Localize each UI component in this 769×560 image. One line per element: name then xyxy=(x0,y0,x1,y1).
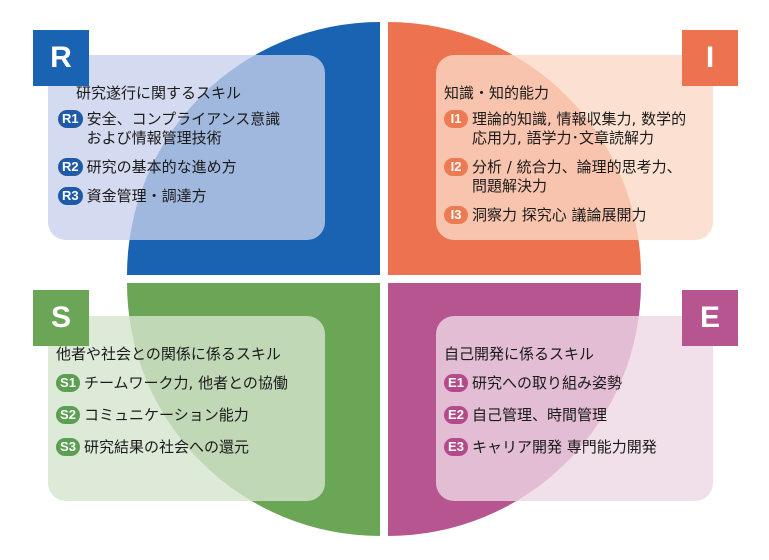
skill-text: コミュニケーション能力 xyxy=(84,406,249,424)
skill-code-badge: I1 xyxy=(444,110,468,128)
quadrant-S-letter: S xyxy=(33,290,89,346)
skill-text: 分析 / 統合力、論理的思考力、 問題解決力 xyxy=(472,158,682,195)
skill-text: 研究への取り組み姿勢 xyxy=(472,374,623,392)
skill-text: キャリア開発 専門能力開発 xyxy=(472,438,657,456)
quadrant-S-item: S2 コミュニケーション能力 xyxy=(56,406,324,425)
quadrant-I-content: 知識・知的能力 I1 理論的知識, 情報収集力, 数学的 応用力, 語学力･文章… xyxy=(444,84,712,235)
skill-code-badge: S2 xyxy=(56,406,80,424)
quadrant-S-title: 他者や社会との関係に係るスキル xyxy=(56,345,281,363)
skill-code-badge: R3 xyxy=(58,187,83,205)
quadrant-S-item: S1 チームワーク力, 他者との協働 xyxy=(56,374,324,393)
quadrant-E-item: E1 研究への取り組み姿勢 xyxy=(444,374,712,393)
skill-code-badge: R1 xyxy=(58,110,83,128)
skill-text: 研究結果の社会への還元 xyxy=(84,438,250,456)
quadrant-R-title: 研究遂行に関するスキル xyxy=(76,84,242,102)
quadrant-E-item: E3 キャリア開発 専門能力開発 xyxy=(444,438,712,457)
skill-code-badge: E1 xyxy=(444,374,468,392)
quadrant-I-item: I1 理論的知識, 情報収集力, 数学的 応用力, 語学力･文章読解力 xyxy=(444,110,712,148)
quadrant-E-letter: E xyxy=(682,290,738,346)
quadrant-R-content: 研究遂行に関するスキル R1 安全、コンプライアンス意識 および情報管理技術 R… xyxy=(58,84,323,216)
quadrant-S-content: 他者や社会との関係に係るスキル S1 チームワーク力, 他者との協働 S2 コミ… xyxy=(56,345,324,467)
quadrant-R-item: R3 資金管理・調達方 xyxy=(58,187,323,206)
quadrant-R-letter: R xyxy=(33,30,89,86)
skill-text: 自己管理、時間管理 xyxy=(472,406,608,424)
skill-code-badge: S3 xyxy=(56,438,80,456)
quadrant-I-letter: I xyxy=(682,30,738,86)
skill-text: 資金管理・調達方 xyxy=(86,187,207,205)
quadrant-I-panel xyxy=(436,55,713,240)
quadrant-I-item: I3 洞察力 探究心 議論展開力 xyxy=(444,206,712,225)
skill-text: 安全、コンプライアンス意識 および情報管理技術 xyxy=(86,110,281,147)
quadrant-R-panel xyxy=(48,55,325,240)
skill-text: 理論的知識, 情報収集力, 数学的 応用力, 語学力･文章読解力 xyxy=(472,110,687,147)
quadrant-E-item: E2 自己管理、時間管理 xyxy=(444,406,712,425)
skill-code-badge: I3 xyxy=(444,206,468,224)
quadrant-S-panel xyxy=(48,316,325,501)
skill-code-badge: E2 xyxy=(444,406,468,424)
quadrant-I-title: 知識・知的能力 xyxy=(444,84,550,102)
skill-code-badge: E3 xyxy=(444,438,468,456)
quadrant-E-panel xyxy=(436,316,713,501)
quadrant-E-title: 自己開発に係るスキル xyxy=(444,345,595,363)
skill-text: 研究の基本的な進め方 xyxy=(86,158,237,176)
skill-code-badge: S1 xyxy=(56,374,80,392)
skill-text: チームワーク力, 他者との協働 xyxy=(84,374,288,392)
quadrant-I-item: I2 分析 / 統合力、論理的思考力、 問題解決力 xyxy=(444,158,712,196)
skill-code-badge: I2 xyxy=(444,158,468,176)
quadrant-S-item: S3 研究結果の社会への還元 xyxy=(56,438,324,457)
quadrant-R-item: R1 安全、コンプライアンス意識 および情報管理技術 xyxy=(58,110,323,148)
skill-code-badge: R2 xyxy=(58,158,83,176)
skill-text: 洞察力 探究心 議論展開力 xyxy=(472,206,647,224)
quadrant-E-content: 自己開発に係るスキル E1 研究への取り組み姿勢 E2 自己管理、時間管理 E3… xyxy=(444,345,712,467)
quadrant-R-item: R2 研究の基本的な進め方 xyxy=(58,158,323,177)
